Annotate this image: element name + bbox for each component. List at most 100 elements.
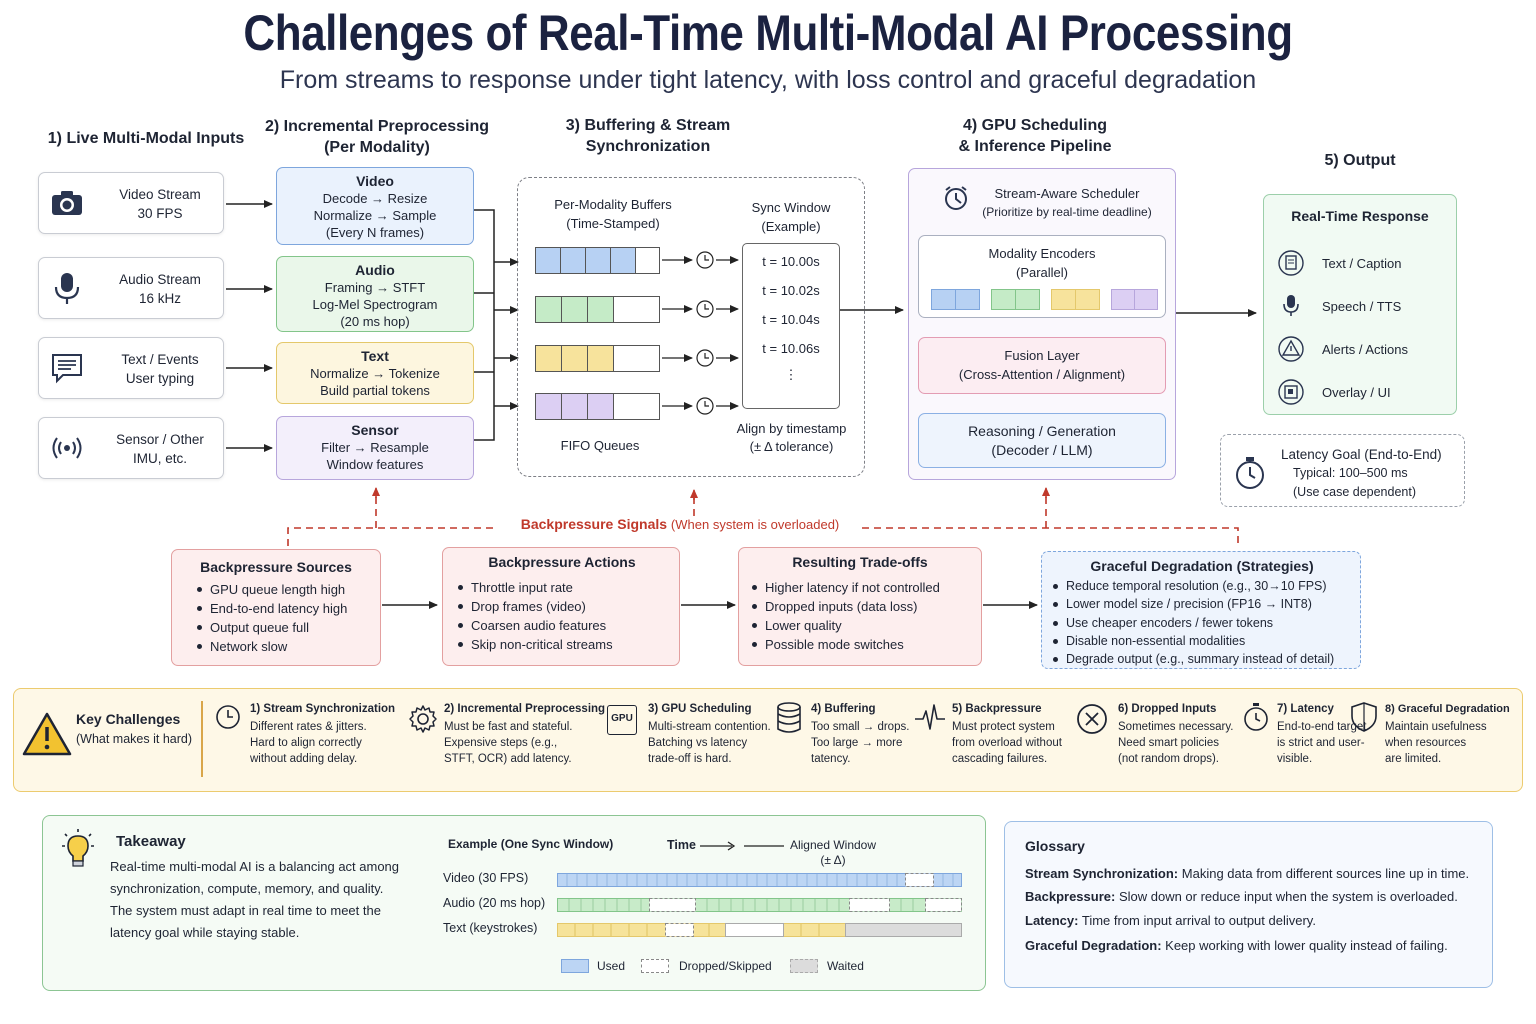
- preprocess-video: Video Decode → Resize Normalize → Sample…: [276, 167, 474, 245]
- timer-icon: [945, 186, 967, 210]
- output-title: Real-Time Response: [1291, 208, 1429, 224]
- challenge-line: Need smart policies: [1118, 737, 1219, 749]
- camera-icon: [52, 191, 82, 215]
- preprocess-text: Text Normalize → Tokenize Build partial …: [276, 342, 474, 404]
- challenge-latency: 7) Latency End-to-end target is strict a…: [1277, 701, 1367, 767]
- buffering-container: [517, 177, 865, 477]
- section-preprocessing-line1: 2) Incremental Preprocessing: [264, 118, 490, 135]
- clock-icon: [216, 705, 240, 729]
- buffers-title-line2: (Time-Stamped): [566, 216, 660, 231]
- challenge-title: 6) Dropped Inputs: [1118, 703, 1217, 715]
- list-item: Dropped inputs (data loss): [749, 597, 971, 616]
- challenge-title: 7) Latency: [1277, 703, 1334, 715]
- legend-swatch-waited: [790, 959, 818, 973]
- sync-timestamp: t = 10.04s: [762, 312, 820, 327]
- aligned-window-label: Aligned Window (± Δ): [783, 838, 883, 868]
- challenge-buffering: 4) Buffering Too small → drops. Too larg…: [811, 701, 909, 767]
- section-inputs-heading: 1) Live Multi-Modal Inputs: [47, 130, 245, 147]
- preprocess-video-step: Normalize → Sample: [313, 208, 437, 223]
- align-note: Align by timestamp (± Δ tolerance): [724, 420, 859, 456]
- tradeoffs-box: Resulting Trade-offs Higher latency if n…: [738, 547, 982, 666]
- document-icon: [1278, 250, 1304, 276]
- takeaway-text: Real-time multi-modal AI is a balancing …: [110, 856, 410, 944]
- sync-window-title-line1: Sync Window: [751, 200, 831, 215]
- timeline-row-label-video: Video (30 FPS): [443, 871, 529, 885]
- legend-dropped-label: Dropped/Skipped: [679, 959, 772, 973]
- challenge-line: Must protect system: [952, 721, 1055, 733]
- glossary-definition: Keep working with lower quality instead …: [1165, 938, 1448, 953]
- stopwatch-icon: [1236, 457, 1264, 489]
- fifo-queues-label: FIFO Queues: [560, 438, 640, 453]
- preprocess-audio-step: Log-Mel Spectrogram: [312, 297, 438, 312]
- glossary-definition: Slow down or reduce input when the syste…: [1118, 889, 1458, 904]
- challenge-line: Sometimes necessary.: [1118, 721, 1234, 733]
- section-buffering-heading: 3) Buffering & Stream Synchronization: [530, 115, 766, 157]
- challenge-line: (not random drops).: [1118, 753, 1219, 765]
- list-item: Higher latency if not controlled: [749, 578, 971, 597]
- graceful-degradation-box: Graceful Degradation (Strategies) Reduce…: [1041, 551, 1361, 669]
- graceful-degradation-list: Reduce temporal resolution (e.g., 30→10 …: [1050, 577, 1354, 668]
- preprocess-sensor: Sensor Filter → Resample Window features: [276, 416, 474, 480]
- chat-icon: [52, 354, 82, 384]
- list-item: Output queue full: [194, 618, 370, 637]
- glossary-entry: Graceful Degradation: Keep working with …: [1025, 938, 1448, 953]
- x-circle-icon: [1077, 704, 1107, 734]
- latency-goal-note: (Use case dependent): [1293, 485, 1416, 499]
- input-sensor-label: Sensor / Other: [116, 432, 204, 447]
- challenge-title: 3) GPU Scheduling: [648, 703, 752, 715]
- align-note-line2: (± Δ tolerance): [749, 439, 834, 454]
- queue-video-cells: [535, 247, 660, 274]
- queue-sensor-cells: [535, 393, 660, 420]
- challenge-line: cascading failures.: [952, 753, 1048, 765]
- section-gpu-line2: & Inference Pipeline: [958, 138, 1112, 155]
- queue-audio-cells: [535, 296, 660, 323]
- input-text-label: Text / Events: [121, 352, 199, 367]
- challenge-sync: 1) Stream Synchronization Different rate…: [250, 701, 395, 767]
- preprocess-audio-step: Framing → STFT: [324, 280, 426, 295]
- challenge-title: 2) Incremental Preprocessing: [444, 703, 606, 715]
- list-item: End-to-end latency high: [194, 599, 370, 618]
- preprocess-text-title: Text: [361, 348, 389, 364]
- microphone-icon: [54, 273, 80, 304]
- list-item: Drop frames (video): [455, 597, 669, 616]
- glossary-panel: Glossary Stream Synchronization: Making …: [1004, 821, 1493, 988]
- preprocess-sensor-step: Filter → Resample: [321, 440, 429, 455]
- section-preprocessing-line2: (Per Modality): [324, 139, 430, 156]
- challenge-line: Maintain usefulness: [1385, 721, 1487, 733]
- microphone-icon: [1283, 295, 1299, 316]
- challenge-line: tatency.: [811, 753, 851, 765]
- latency-goal-typical: Typical: 100–500 ms: [1293, 466, 1408, 480]
- page-title: Challenges of Real-Time Multi-Modal AI P…: [243, 5, 1293, 61]
- database-icon: [777, 702, 801, 733]
- backpressure-sources-list: GPU queue length high End-to-end latency…: [194, 580, 370, 656]
- backpressure-sources-box: Backpressure Sources GPU queue length hi…: [171, 549, 381, 666]
- legend-used-label: Used: [597, 959, 626, 973]
- challenge-title: 1) Stream Synchronization: [250, 703, 396, 715]
- align-note-line1: Align by timestamp: [736, 421, 847, 436]
- list-item: Use cheaper encoders / fewer tokens: [1050, 614, 1354, 632]
- graceful-degradation-title: Graceful Degradation (Strategies): [1090, 558, 1314, 574]
- challenge-line: from overload without: [952, 737, 1062, 749]
- backpressure-sources-title: Backpressure Sources: [200, 559, 352, 575]
- takeaway-title: Takeaway: [116, 833, 186, 850]
- challenge-line: Too small → drops.: [811, 721, 910, 733]
- glossary-definition: Time from input arrival to output delive…: [1081, 913, 1316, 928]
- scheduler-sub: (Prioritize by real-time deadline): [982, 205, 1152, 219]
- glossary-entry: Stream Synchronization: Making data from…: [1025, 866, 1469, 881]
- encoders-title: Modality Encoders: [988, 246, 1096, 261]
- challenge-line: Different rates & jitters.: [250, 721, 367, 733]
- challenge-title: 4) Buffering: [811, 703, 876, 715]
- divider: [201, 701, 203, 777]
- shield-icon: [1351, 702, 1377, 732]
- key-challenges-subtitle: (What makes it hard): [76, 732, 193, 746]
- lightbulb-icon: [62, 829, 94, 867]
- input-audio-label: Audio Stream: [119, 272, 201, 287]
- challenge-line: End-to-end target: [1277, 721, 1367, 733]
- list-item: Network slow: [194, 637, 370, 656]
- section-buffering-line2: Synchronization: [585, 138, 711, 155]
- backpressure-actions-title: Backpressure Actions: [488, 554, 636, 570]
- time-arrow: [700, 841, 784, 851]
